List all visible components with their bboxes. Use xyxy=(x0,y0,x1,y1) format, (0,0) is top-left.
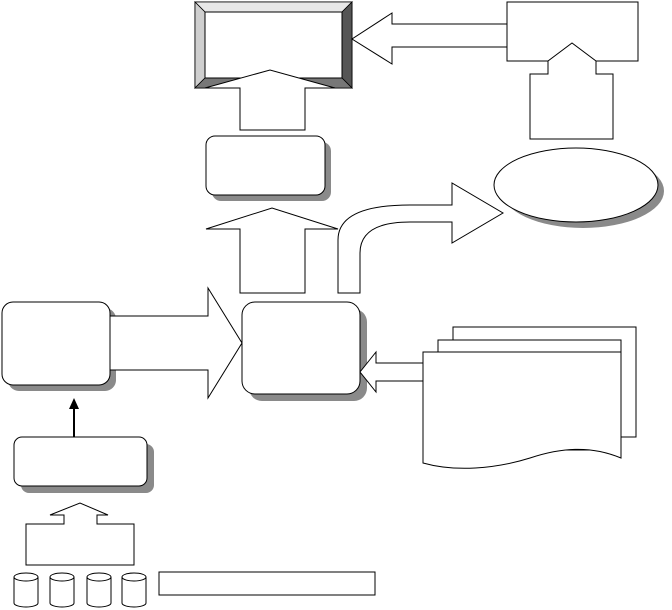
bottom-bar xyxy=(158,571,376,596)
ellipse-output xyxy=(493,147,664,228)
arrow-up-to-input-box xyxy=(529,42,614,140)
database-cylinder-icon xyxy=(49,572,75,608)
center-rounded-box xyxy=(241,301,367,401)
left-rounded-box xyxy=(1,301,116,391)
arrow-left-to-center-box xyxy=(359,350,424,394)
process-box-upper xyxy=(205,135,331,201)
database-cylinder-icon xyxy=(13,572,39,608)
document-stack xyxy=(422,326,637,469)
arrow-up-to-monitor xyxy=(204,69,336,131)
arrow-right-to-center-box xyxy=(109,286,243,400)
arrow-up-to-process-box xyxy=(205,207,339,294)
arrow-curved-to-ellipse xyxy=(337,182,504,294)
arrow-left-to-monitor xyxy=(351,12,508,65)
database-cylinders xyxy=(13,572,147,608)
arrow-up-to-lower-left-box xyxy=(25,502,135,566)
arrow-thin-up-to-left-box xyxy=(69,398,79,437)
database-cylinder-icon xyxy=(86,572,112,608)
lower-left-box xyxy=(13,436,154,493)
database-cylinder-icon xyxy=(121,572,147,608)
